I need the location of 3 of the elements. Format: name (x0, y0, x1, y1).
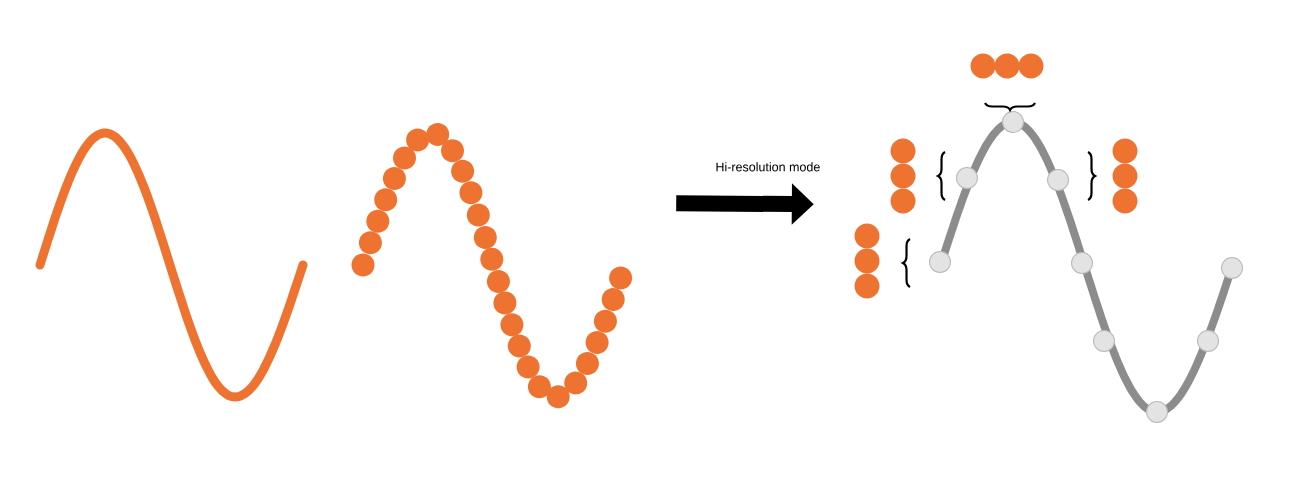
edge-label: Hi-resolution mode (716, 162, 820, 172)
sampled-wave-drawing (929, 111, 1243, 423)
dotted-wave-drawing (351, 122, 633, 409)
